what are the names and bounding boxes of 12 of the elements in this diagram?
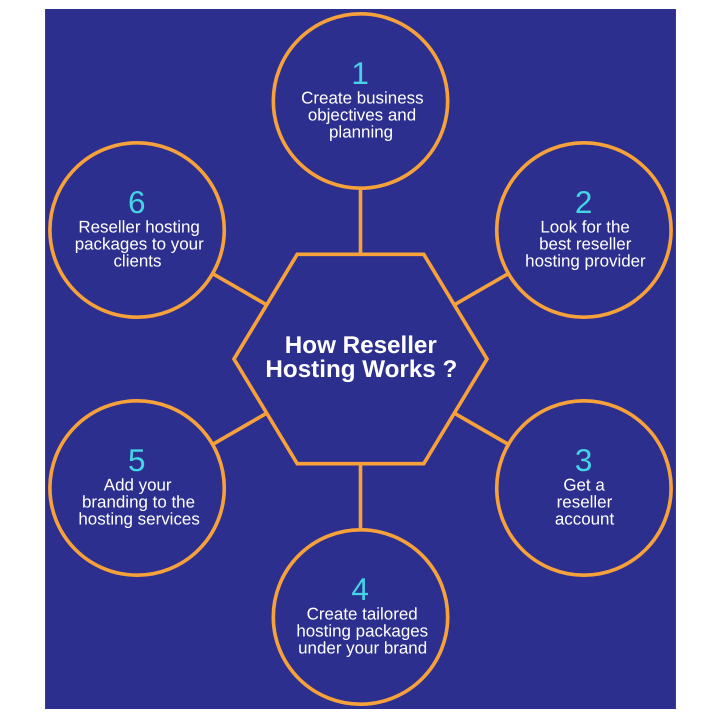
connector — [453, 272, 509, 306]
node-circle: 5 Add your branding to the hosting services — [48, 398, 226, 576]
node-circle: 6 Reseller hosting packages to your clients — [48, 140, 226, 318]
node-circle: 2 Look for the best reseller hosting provider — [494, 140, 672, 318]
node-circle: 1 Create business objectives and planning — [271, 12, 449, 190]
connector — [358, 463, 362, 529]
connector — [211, 411, 267, 446]
connector — [211, 272, 267, 306]
node-circle: 4 Create tailored hosting packages under your brand — [271, 527, 449, 706]
node-circle: 3 Get a reseller account — [494, 398, 672, 576]
connector — [453, 411, 509, 446]
connector — [358, 188, 362, 254]
